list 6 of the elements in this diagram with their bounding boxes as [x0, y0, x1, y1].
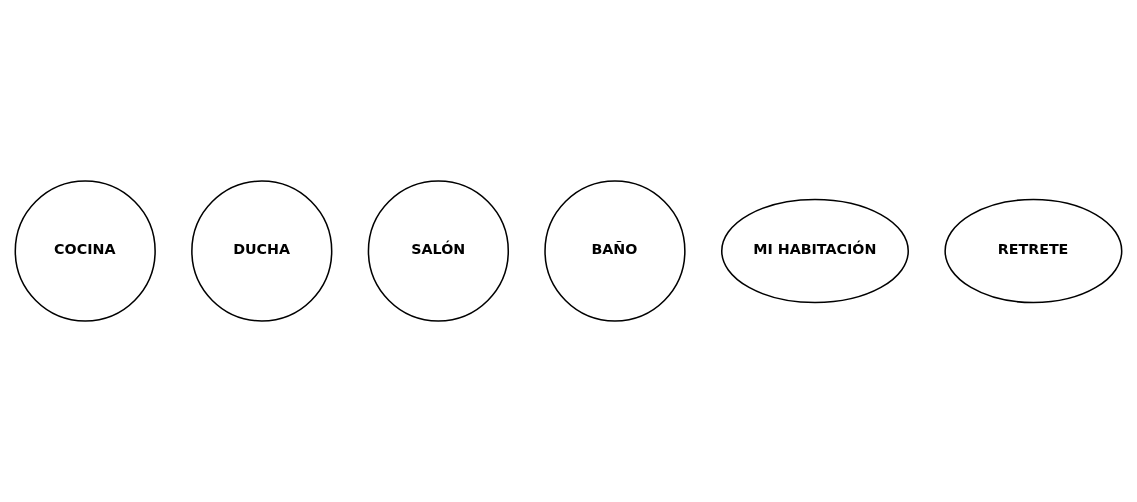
node-circle: DUCHA	[191, 180, 333, 322]
node-circle: SALÓN	[367, 180, 510, 322]
node-ellipse: MI HABITACIÓN	[721, 198, 909, 304]
node-ellipse: RETRETE	[944, 198, 1123, 304]
node-circle: COCINA	[14, 180, 156, 322]
node-circle: BAÑO	[544, 180, 686, 322]
